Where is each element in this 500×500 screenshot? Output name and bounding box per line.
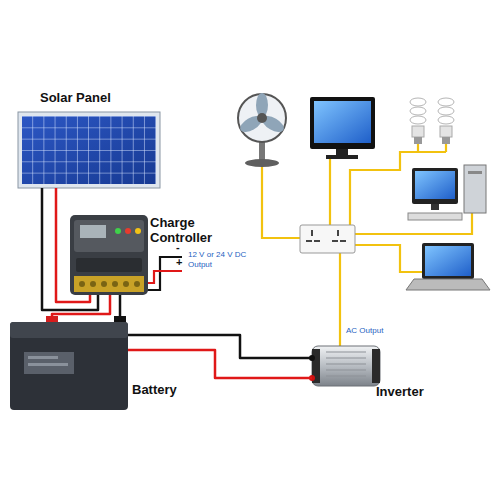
bulb-pictures — [410, 98, 454, 144]
wire — [42, 188, 98, 310]
wire — [52, 295, 110, 322]
battery: Battery — [10, 322, 128, 410]
dc-output-wires — [146, 257, 182, 290]
solar-panel: Solar Panel — [18, 112, 160, 188]
node-label: Inverter — [376, 384, 424, 399]
charge-controller: Charge Controller — [70, 215, 148, 295]
computer-picture — [408, 165, 486, 220]
ac-output-label: AC Output — [346, 326, 383, 336]
dc-output-label: 12 V or 24 V DC Output — [188, 250, 260, 270]
tv-picture — [310, 97, 375, 159]
wire — [119, 295, 122, 322]
node-label: Solar Panel — [40, 90, 111, 105]
polarity-sign: - — [176, 241, 180, 254]
power-socket — [300, 225, 355, 253]
laptop-picture — [406, 243, 490, 290]
node-label: Charge Controller — [150, 215, 228, 245]
wire — [128, 350, 312, 378]
charge-controller-picture — [70, 215, 148, 295]
node-label: Battery — [132, 382, 177, 397]
inverter-picture — [309, 346, 380, 386]
solar-panel-picture — [18, 112, 160, 188]
wire — [56, 188, 90, 302]
battery-picture — [10, 316, 128, 410]
fan-picture — [238, 93, 287, 167]
polarity-sign: + — [176, 256, 182, 269]
inverter: Inverter — [312, 346, 380, 386]
wire — [128, 335, 312, 358]
